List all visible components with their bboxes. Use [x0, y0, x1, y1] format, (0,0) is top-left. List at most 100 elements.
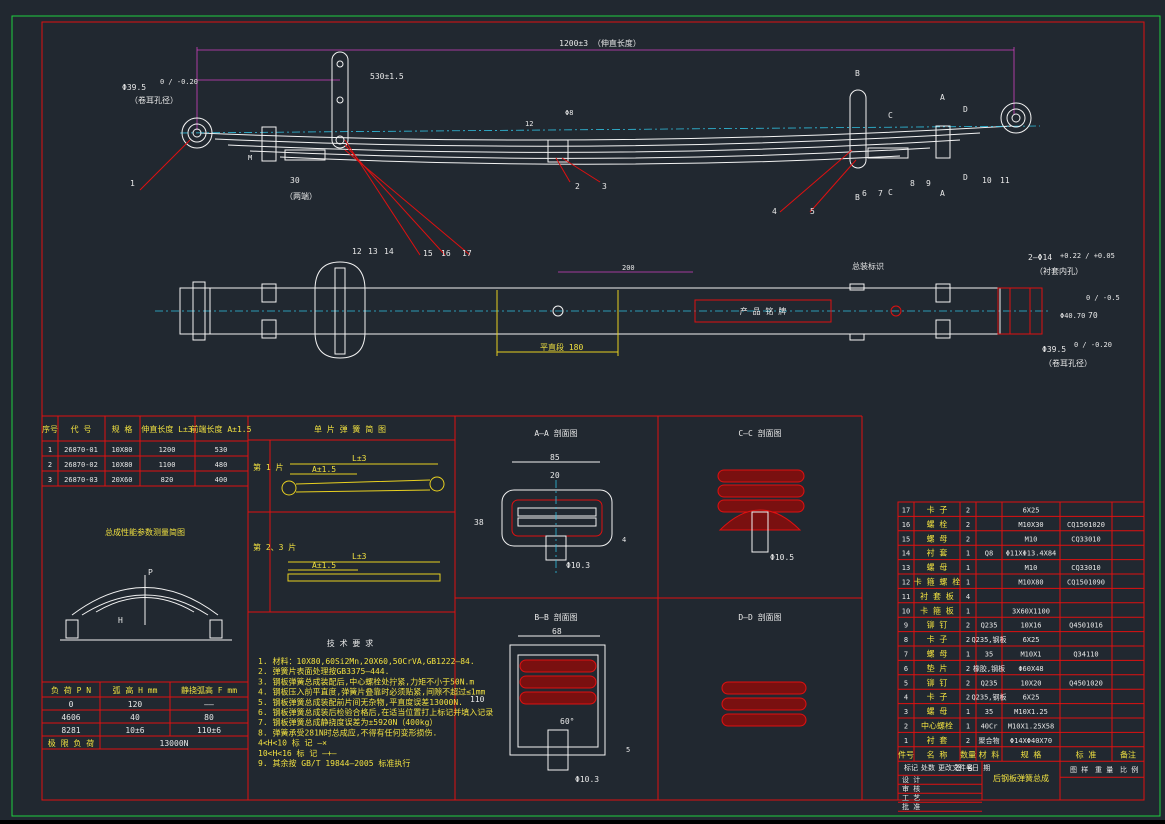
drawing-title: 后钢板弹簧总成: [993, 773, 1049, 783]
bom-cell: M10: [1025, 564, 1038, 572]
bom-cell: 6: [904, 665, 908, 673]
svg-text:D: D: [963, 173, 968, 182]
bom-cell: 7: [904, 651, 908, 659]
bom-header: 材 料: [979, 749, 1000, 759]
leaf-table-cell: 1: [48, 446, 52, 454]
svg-text:68: 68: [552, 627, 562, 636]
svg-text:Φ8: Φ8: [565, 109, 573, 117]
bom-cell: 螺 母: [927, 649, 948, 659]
tech-req-item: 4<H<10 标 记 —×: [258, 738, 327, 748]
callout-2: 2: [575, 182, 580, 191]
bom-cell: M10X1: [1020, 651, 1041, 659]
dim-u-width: 30: [290, 176, 300, 185]
svg-text:A: A: [940, 93, 945, 102]
tech-req-item: 10<H<16 标 记 —+—: [258, 748, 337, 758]
dim-eye-dia-top: Φ39.5: [122, 83, 146, 92]
leaf-table-cell: 10X80: [111, 461, 132, 469]
bom-cell: 卡 子: [927, 634, 948, 644]
bom-cell: 6X25: [1023, 636, 1040, 644]
tech-requirements: 技 术 要 求 1. 材料：10X80,60Si2Mn,20X60,50CrVA…: [258, 638, 493, 768]
tech-req-item: 9. 其余按 GB/T 19844—2005 标准执行: [258, 758, 410, 768]
bom-cell: 5: [904, 679, 908, 687]
bom-cell: 1: [966, 579, 970, 587]
title-block-label: 处数: [921, 763, 935, 772]
leaf-table-cell: 1100: [159, 461, 176, 469]
bom-cell: Q34110: [1073, 651, 1098, 659]
svg-text:60°: 60°: [560, 717, 574, 726]
svg-text:85: 85: [550, 453, 560, 462]
bom-cell: 17: [902, 507, 910, 515]
bom-cell: Q235: [981, 679, 998, 687]
bom-cell: 2: [966, 535, 970, 543]
leaf-table-cell: 820: [161, 476, 174, 484]
svg-text:C—C 剖面图: C—C 剖面图: [738, 428, 781, 438]
bom-cell: 2: [904, 723, 908, 731]
load-table-cell: 40: [130, 713, 140, 722]
bom-cell: Φ11XΦ13.4X84: [1006, 550, 1057, 558]
bom-cell: M10X30: [1018, 521, 1043, 529]
bom-cell: 12: [902, 579, 910, 587]
plan-view: 产 品 铭 牌 总装标识 平直段 180 200 2—Φ14 +0.22 / +…: [155, 252, 1120, 368]
callout-15: 15: [423, 249, 433, 258]
bom-cell: 卡 箍 螺 栓: [914, 577, 960, 587]
bom-cell: Φ14XΦ40X70: [1010, 737, 1052, 745]
bom-cell: Q235,钢板: [971, 693, 1006, 702]
svg-text:Φ10.3: Φ10.3: [575, 775, 599, 784]
bom-cell: CQ33010: [1071, 535, 1101, 543]
title-block-label: 日 期: [972, 764, 990, 772]
plan-shackle: [314, 261, 366, 359]
load-table-cell: ——: [204, 700, 214, 709]
plan-eye-bush: [997, 287, 1043, 335]
bom-cell: 35: [985, 708, 993, 716]
bom-cell: 螺 母: [927, 706, 948, 716]
bom-cell: Q4501016: [1069, 622, 1103, 630]
tech-req-item: 7. 钢板弹簧总成静挠度误差为±5920N（400kg）: [258, 717, 437, 727]
inner-frame: [41, 21, 1145, 801]
svg-text:A±1.5: A±1.5: [312, 561, 336, 570]
title-block-label: 更改文件号: [938, 763, 973, 772]
svg-text:L±3: L±3: [352, 552, 367, 561]
title-block-label: 标记: [904, 763, 918, 772]
bom-cell: M10X1.25: [1014, 708, 1048, 716]
bom-cell: 13: [902, 564, 910, 572]
tech-req-title: 技 术 要 求: [327, 638, 373, 648]
title-block-label: 批 准: [902, 802, 920, 811]
bom-cell: 9: [904, 622, 908, 630]
tech-req-item: 2. 弹簧片表面处理按GB3375—444.: [258, 666, 389, 676]
svg-text:5: 5: [626, 746, 630, 754]
bom-cell: 6X25: [1023, 507, 1040, 515]
svg-text:C: C: [888, 111, 893, 120]
leaf-table-header: 前端长度 A±1.5: [191, 424, 252, 434]
bom-cell: 10: [902, 607, 910, 615]
bom-cell: 4: [966, 593, 970, 601]
leaf-table-cell: 26870-01: [64, 446, 98, 454]
tech-req-item: 5. 钢板弹簧总成装配前片间无杂物,平直度误差13000N.: [258, 697, 463, 707]
callout-16: 16: [441, 249, 451, 258]
bom-cell: 螺 母: [927, 562, 948, 572]
bom-cell: Φ60X48: [1018, 665, 1043, 673]
bom-cell: 聚合物: [979, 736, 1000, 745]
svg-text:200: 200: [622, 264, 635, 272]
svg-text:A±1.5: A±1.5: [312, 465, 336, 474]
bom-cell: 11: [902, 593, 910, 601]
dim-hole-spec: 2—Φ14: [1028, 253, 1052, 262]
callout-5: 5: [810, 207, 815, 216]
callout-3: 3: [602, 182, 607, 191]
tech-req-item: 6. 钢板弹簧总成装后检验合格后,在适当位置打上标记并填入记录: [258, 707, 493, 717]
bom-cell: 2: [966, 694, 970, 702]
bom-cell: CQ1501020: [1067, 521, 1105, 529]
title-block-label: 图 样: [1070, 765, 1088, 774]
svg-text:（衬套内孔）: （衬套内孔）: [1035, 266, 1083, 276]
bom-cell: 2: [966, 521, 970, 529]
dim-center-to-u: 530±1.5: [370, 72, 404, 81]
leaf-table-cell: 3: [48, 476, 52, 484]
bom-cell: 1: [966, 607, 970, 615]
leaf-sketch-side-top: 第 1 片: [253, 462, 283, 472]
load-table-header: 负 荷 P N: [51, 685, 91, 695]
bom-cell: M10X1.25X58: [1008, 723, 1054, 731]
callout-12: 12: [352, 247, 362, 256]
leaf-table-cell: 20X60: [111, 476, 132, 484]
